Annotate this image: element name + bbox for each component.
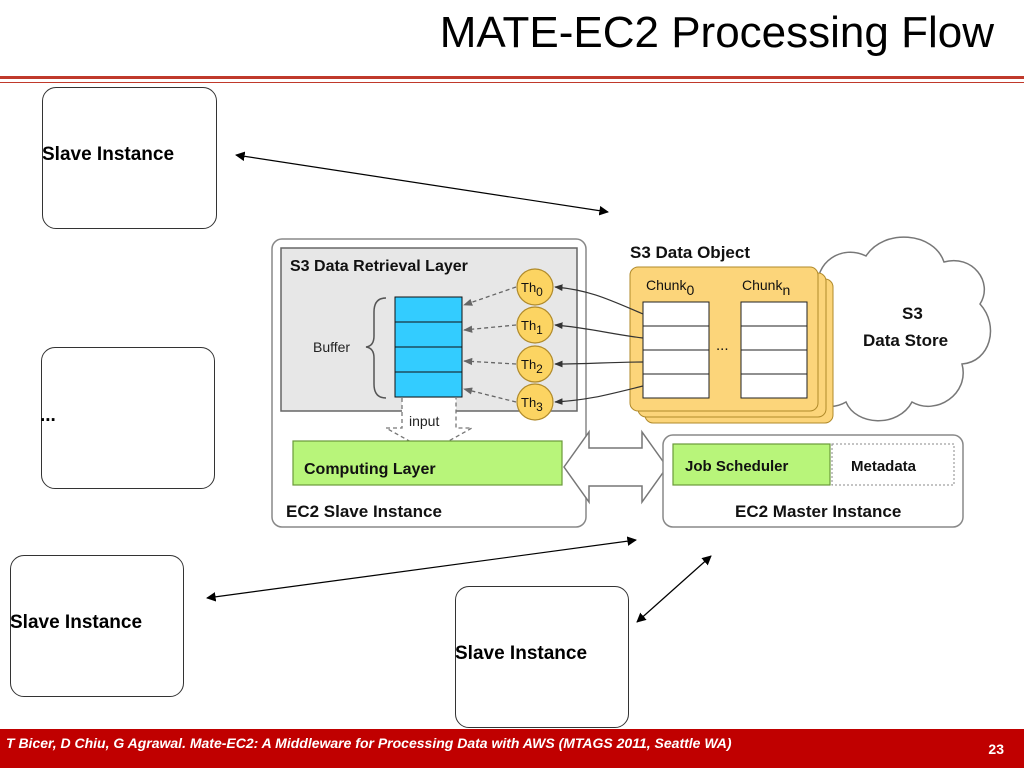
svg-text:Th0: Th0 [521,280,543,299]
connector-top [235,151,609,216]
slave-label-bottom-center: Slave Instance [455,643,588,664]
chunk-arrow-3 [554,385,644,405]
slave-box-bottom-center [455,586,629,728]
slave-label-middle: ... [40,405,56,426]
s3-store-line2: Data Store [863,331,948,350]
buffer-cell-1 [394,321,463,348]
thread-arrow-0 [463,286,517,306]
retrieval-layer-title: S3 Data Retrieval Layer [290,258,468,275]
svg-text:Th3: Th3 [521,395,543,414]
chunkn-cell-2 [740,349,808,375]
chunk0-cell-3 [642,373,710,399]
footer-bar: T Bicer, D Chiu, G Agrawal. Mate-EC2: A … [0,729,1024,768]
slave-box-middle [41,347,215,489]
chunk0-cell-1 [642,325,710,351]
chunk-last-label: Chunkn [742,277,790,298]
metadata-box [831,443,955,486]
connector-bottom-center [636,555,712,623]
input-label: input [409,413,439,429]
chunkn-cell-1 [740,325,808,351]
slave-label-top: Slave Instance [42,144,175,165]
page-number: 23 [988,741,1004,757]
metadata-label: Metadata [851,458,917,475]
buffer-brace [365,297,387,399]
s3-store-line1: S3 [902,304,923,323]
thread-arrow-2 [463,357,517,366]
chunk-arrow-2 [554,360,644,368]
thread-arrow-1 [463,324,517,333]
slave-label-bottom-left: Slave Instance [10,612,143,633]
title-rule [0,76,1024,79]
input-label-box [405,411,453,431]
thread-2: Th2 [516,345,554,383]
slave-box-bottom-left [10,555,184,697]
slide-title: MATE-EC2 Processing Flow [439,8,994,57]
chunk-first-label: Chunk0 [646,277,694,298]
thread-arrow-3 [463,387,517,403]
svg-text:Th2: Th2 [521,357,543,376]
connector-bottom-left [206,536,637,602]
thread-1: Th1 [516,306,554,344]
chunkn-cell-0 [740,301,808,327]
svg-text:Th1: Th1 [521,318,543,337]
buffer-cell-3 [394,371,463,398]
footer-citation: T Bicer, D Chiu, G Agrawal. Mate-EC2: A … [6,735,732,751]
chunk-arrow-0 [554,284,644,315]
job-scheduler-label: Job Scheduler [685,458,789,475]
thread-3: Th3 [516,383,554,421]
chunkn-cell-3 [740,373,808,399]
buffer-label: Buffer [313,339,350,355]
slave-box-top [42,87,217,229]
s3-object-title: S3 Data Object [630,243,750,262]
chunk-ellipsis: ... [716,337,729,354]
chunk-arrow-1 [554,322,644,339]
ec2-master-label: EC2 Master Instance [735,502,901,521]
chunk0-cell-0 [642,301,710,327]
buffer-cell-0 [394,296,463,323]
buffer-cell-2 [394,346,463,373]
computing-layer-box [292,440,563,486]
ec2-slave-label: EC2 Slave Instance [286,502,442,521]
chunk0-cell-2 [642,349,710,375]
job-scheduler-box [672,443,831,486]
title-rule-thin [0,82,1024,83]
thread-0: Th0 [516,268,554,306]
computing-layer-label: Computing Layer [304,461,436,478]
